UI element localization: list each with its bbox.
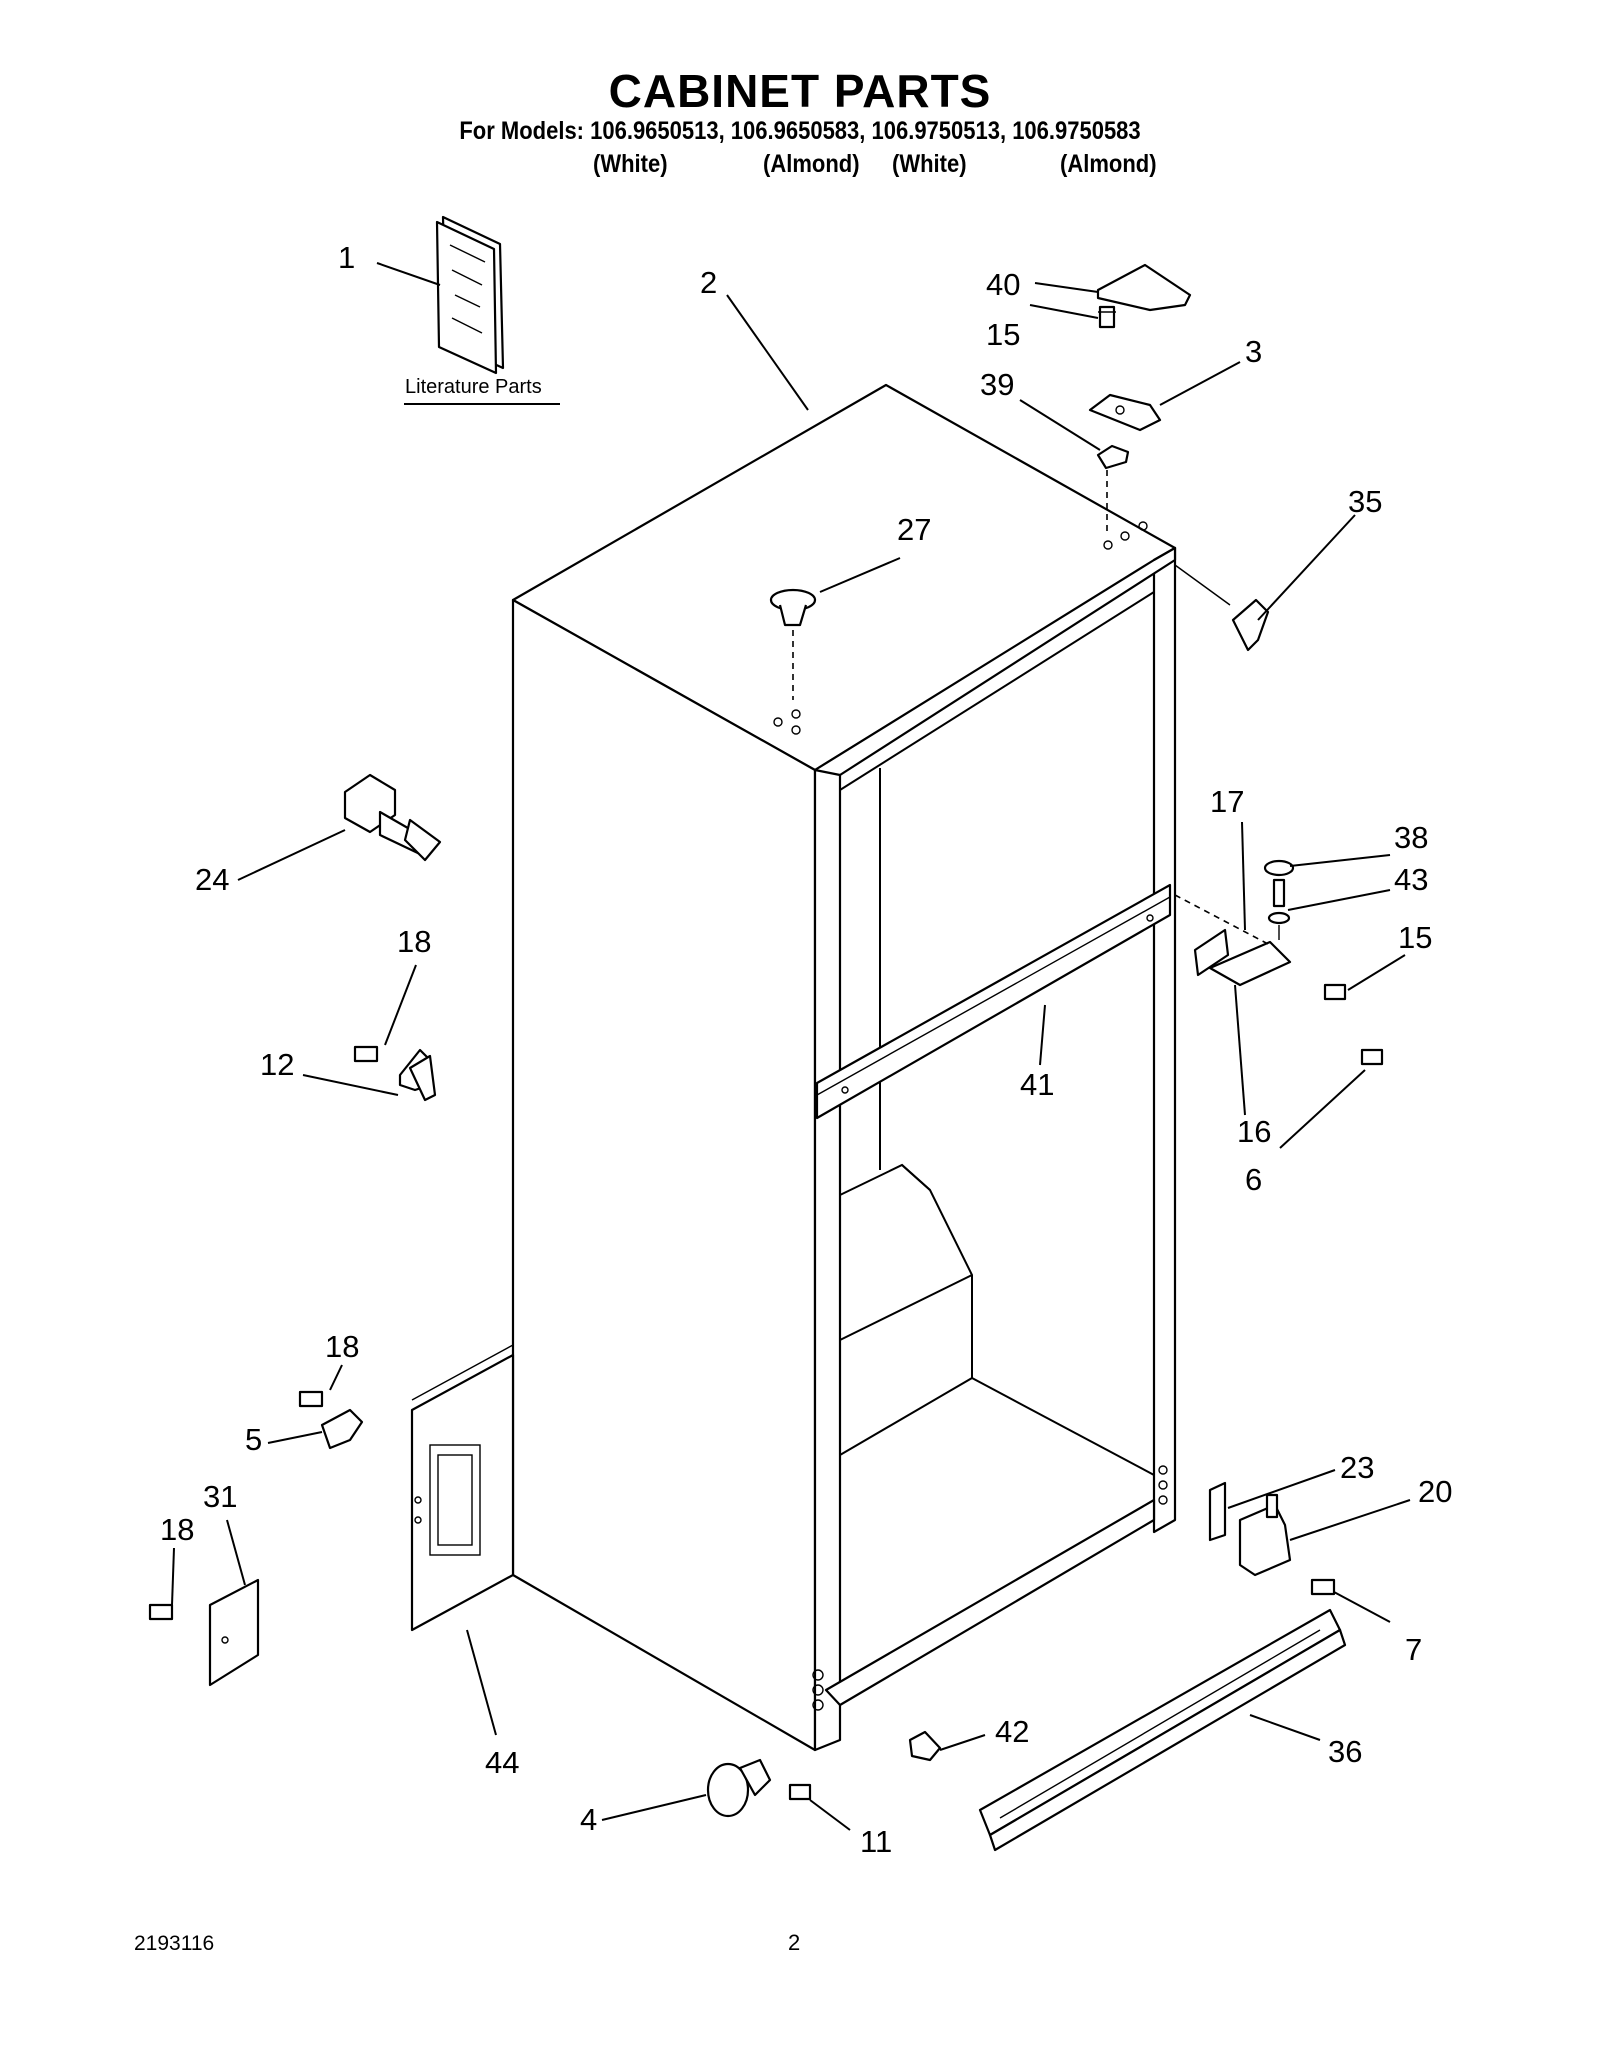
variant-label: (Almond) — [763, 150, 860, 178]
callout-12: 12 — [260, 1047, 294, 1082]
mullion-bar — [815, 883, 1172, 1120]
literature-parts-label: Literature Parts — [405, 376, 542, 398]
callout-5: 5 — [245, 1422, 262, 1457]
clip-12-assembly — [353, 1045, 437, 1102]
callout-39: 39 — [980, 367, 1014, 402]
document-number: 2193116 — [134, 1932, 215, 1955]
callout-18-lower: 18 — [160, 1512, 194, 1547]
hinge-cover-40 — [1096, 263, 1192, 312]
center-hinge-assembly — [1174, 859, 1384, 1066]
callout-11: 11 — [860, 1824, 892, 1859]
side-panel-44 — [410, 1344, 515, 1632]
hinge-cap-35 — [1174, 564, 1270, 652]
callout-44: 44 — [485, 1745, 519, 1780]
plug-button-27 — [769, 588, 817, 700]
variant-label: (Almond) — [1060, 150, 1157, 178]
page-number: 2 — [788, 1930, 801, 1955]
variant-label: (White) — [593, 150, 668, 178]
callout-18-middle: 18 — [325, 1329, 359, 1364]
clip-42 — [908, 1730, 942, 1762]
top-hinge-assembly — [1088, 305, 1162, 535]
cabinet-front-right-edge — [1152, 546, 1177, 1534]
cabinet-drawing — [511, 383, 1177, 1752]
callout-27: 27 — [897, 512, 931, 547]
leader-lines — [171, 262, 1411, 1831]
callout-20: 20 — [1418, 1474, 1452, 1509]
callout-24: 24 — [195, 862, 229, 897]
cabinet-front-left-stile — [813, 768, 842, 1752]
roller-4-assembly — [706, 1758, 812, 1818]
callout-17: 17 — [1210, 784, 1244, 819]
page-title: CABINET PARTS — [608, 65, 992, 117]
door-stop-24 — [343, 773, 442, 862]
callout-7: 7 — [1405, 1632, 1422, 1667]
callout-18-upper: 18 — [397, 924, 431, 959]
callout-15-top: 15 — [986, 317, 1020, 352]
variant-label: (White) — [892, 150, 967, 178]
cover-31-assembly — [148, 1578, 260, 1687]
cabinet-bottom-rail — [824, 1498, 1156, 1707]
models-line: For Models: 106.9650513, 106.9650583, 10… — [459, 117, 1141, 145]
cabinet-side — [511, 598, 817, 1752]
callout-43: 43 — [1394, 862, 1428, 897]
callout-36: 36 — [1328, 1734, 1362, 1769]
bottom-hinge-assembly — [1208, 1481, 1336, 1596]
callout-15-right: 15 — [1398, 920, 1432, 955]
callout-41: 41 — [1020, 1067, 1054, 1102]
callout-38: 38 — [1394, 820, 1428, 855]
toe-grille-36 — [978, 1608, 1347, 1852]
callout-31: 31 — [203, 1479, 237, 1514]
callout-3: 3 — [1245, 334, 1262, 369]
callout-6: 6 — [1245, 1162, 1262, 1197]
callout-35: 35 — [1348, 484, 1382, 519]
callout-4: 4 — [580, 1802, 597, 1837]
callout-40: 40 — [986, 267, 1020, 302]
callout-1: 1 — [338, 240, 355, 275]
clamp-5-assembly — [298, 1390, 364, 1450]
callout-numbers: 1 2 40 15 3 39 35 27 24 18 12 17 38 43 1… — [160, 240, 1452, 1859]
callout-2: 2 — [700, 265, 717, 300]
literature-booklet-icon — [435, 215, 505, 375]
callout-16: 16 — [1237, 1114, 1271, 1149]
callout-42: 42 — [995, 1714, 1029, 1749]
callout-23: 23 — [1340, 1450, 1374, 1485]
